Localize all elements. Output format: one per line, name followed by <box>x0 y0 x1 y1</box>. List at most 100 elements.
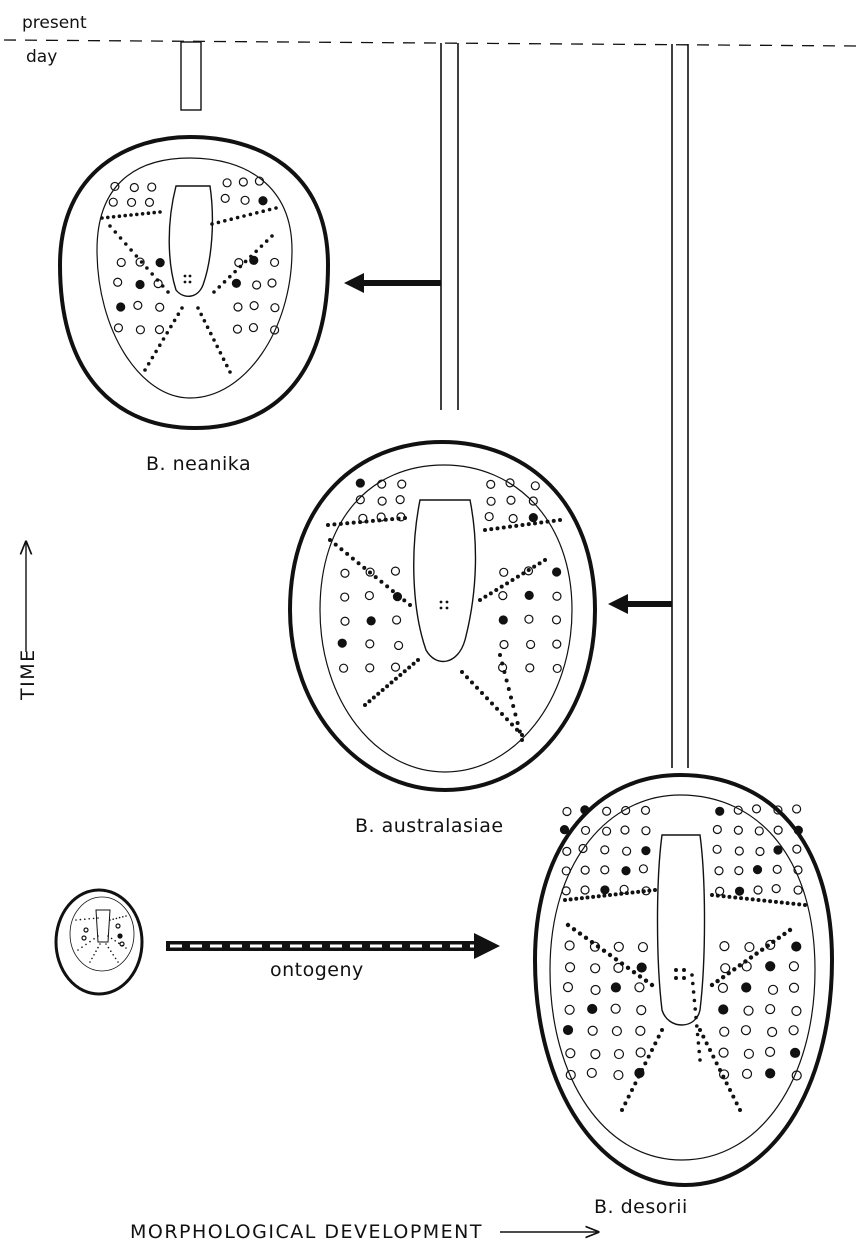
petal-pore <box>791 902 795 906</box>
petal-pore <box>93 918 95 920</box>
petal-pore <box>777 936 781 940</box>
tubercle <box>396 496 404 504</box>
petal-pore <box>123 214 127 218</box>
petal-pore <box>84 918 86 920</box>
petal-pore <box>75 919 77 921</box>
petal-pore <box>731 1095 735 1099</box>
petal-pore <box>715 1061 719 1065</box>
tubercle <box>221 194 229 202</box>
branch-arrow-australasiae <box>608 594 672 614</box>
petal-pore <box>115 958 117 960</box>
petal-pore <box>270 234 274 238</box>
petal-pore <box>543 558 547 562</box>
petal-pore <box>212 338 216 342</box>
tubercle <box>529 514 537 522</box>
petal-pore <box>511 704 515 708</box>
tubercle <box>232 279 240 287</box>
petal-pore <box>527 568 531 572</box>
ontogeny-arrow <box>166 933 500 959</box>
petal-pore <box>408 603 412 607</box>
petal-pore <box>797 902 801 906</box>
tubercle <box>742 983 751 992</box>
petal-pore <box>225 364 229 368</box>
petal-pore <box>578 931 582 935</box>
petal-pore <box>97 935 99 937</box>
petal-pore <box>118 942 120 944</box>
petal-pore <box>572 927 576 931</box>
tubercle <box>768 1027 777 1036</box>
petal-pore <box>77 949 79 951</box>
petal-pore <box>116 918 118 920</box>
petal-pore <box>189 275 192 278</box>
tubercle <box>637 1006 646 1015</box>
tubercle <box>736 887 744 895</box>
petal-pore <box>745 897 749 901</box>
tubercle <box>720 1027 729 1036</box>
tubercle <box>791 1048 800 1057</box>
petal-pore <box>694 1016 698 1020</box>
petal-pore <box>711 1055 715 1059</box>
petal-pore <box>602 949 606 953</box>
tubercle <box>341 569 349 577</box>
tubercle <box>563 807 571 815</box>
tubercle <box>743 1069 752 1078</box>
tubercle <box>611 1004 620 1013</box>
petal-pore <box>97 917 99 919</box>
tubercle <box>241 196 249 204</box>
petal-pore <box>489 591 493 595</box>
tubercle <box>754 886 762 894</box>
tubercle <box>239 178 247 186</box>
petal-pore <box>260 244 264 248</box>
tubercle <box>356 479 364 487</box>
petal-pore <box>402 598 406 602</box>
petal-pore <box>460 670 464 674</box>
petal-pore <box>93 938 95 940</box>
petal-pore <box>209 332 213 336</box>
tubercle <box>529 497 537 505</box>
petal-pore <box>124 242 128 246</box>
petal-pore <box>88 918 90 920</box>
petal-pore <box>614 957 618 961</box>
petal-pore <box>509 696 513 700</box>
petal-pore <box>242 214 246 218</box>
tubercle <box>636 1048 645 1057</box>
petal-pore <box>483 595 487 599</box>
petal-pore <box>638 974 642 978</box>
petal-pore <box>135 254 139 258</box>
tubercle <box>744 1049 753 1058</box>
petal-pore <box>496 526 500 530</box>
petal-pore <box>500 585 504 589</box>
petal-pore <box>803 903 807 907</box>
petal-pore <box>158 210 162 214</box>
tubercle <box>271 258 279 266</box>
petal-pore <box>233 270 237 274</box>
petal-pore <box>727 895 731 899</box>
tubercle <box>774 846 782 854</box>
petal-pore <box>520 733 524 737</box>
petal-pore <box>363 703 367 707</box>
petal-pore <box>113 230 117 234</box>
petal-pore <box>119 236 123 240</box>
petal-pore <box>407 666 411 670</box>
petal-pore <box>111 938 113 940</box>
tubercle <box>792 1006 801 1015</box>
tubercle <box>565 941 574 950</box>
tubercle <box>601 866 609 874</box>
petal-pore <box>511 578 515 582</box>
tubercle <box>741 1026 750 1035</box>
petal-pore <box>518 730 522 734</box>
petal-pore <box>162 337 166 341</box>
petal-pore <box>608 953 612 957</box>
petal-pore <box>203 319 207 323</box>
petal-pore <box>99 943 101 945</box>
petal-pore <box>334 543 338 547</box>
species-label-australasiae: B. australasiae <box>355 815 504 837</box>
tubercle <box>136 326 144 334</box>
petal-pore <box>480 691 484 695</box>
tubercle <box>367 617 375 625</box>
petal-pore <box>150 272 154 276</box>
petal-pore <box>351 557 355 561</box>
petal-pore <box>569 897 573 901</box>
tubercle <box>271 304 279 312</box>
petal-pore <box>657 1035 661 1039</box>
